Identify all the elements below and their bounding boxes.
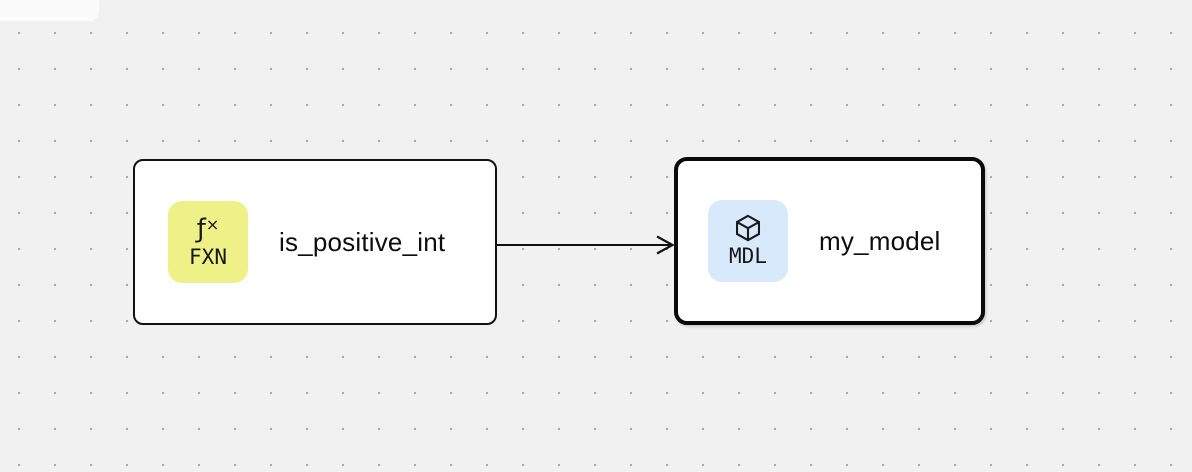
node-label-function: is_positive_int [279,226,446,257]
function-badge-tag: FXN [189,244,227,269]
node-function[interactable]: ƒ× FXN is_positive_int [133,159,497,325]
node-label-model: my_model [819,225,941,256]
edge-is_positive_int-to-my_model[interactable] [497,233,677,257]
node-model[interactable]: MDL my_model [674,157,985,325]
function-symbol-x: × [205,214,220,234]
function-badge: ƒ× FXN [168,201,248,283]
function-icon: ƒ× [197,214,220,244]
cutoff-panel-corner [0,0,99,21]
model-badge: MDL [708,200,788,282]
arrowhead-icon [656,235,675,255]
function-symbol-f: ƒ [196,213,206,244]
cube-icon [734,213,762,243]
model-badge-tag: MDL [729,243,767,268]
